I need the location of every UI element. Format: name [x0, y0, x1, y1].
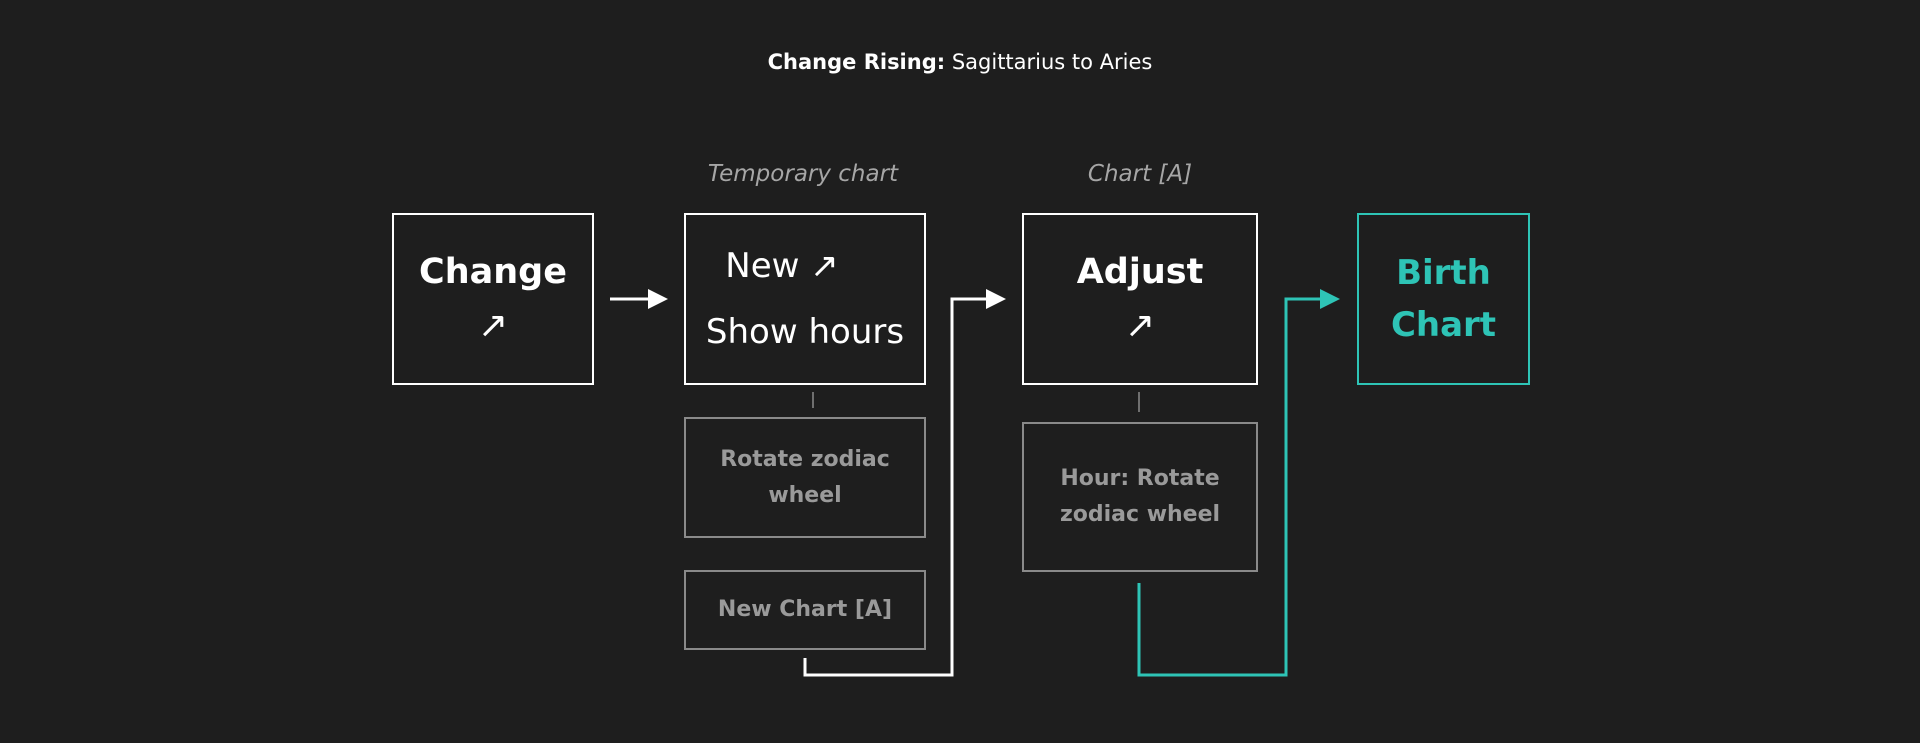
new-chart-a-label: New Chart [A]: [717, 597, 893, 622]
arrow-up-right-icon: ↗: [477, 305, 509, 346]
temporary-chart-label: Temporary chart: [707, 161, 899, 187]
hour-rotate-line2: zodiac wheel: [1059, 502, 1221, 527]
diagram-title: Change Rising: Sagittarius to Aries: [0, 50, 1920, 74]
title-bold: Change Rising:: [767, 50, 946, 74]
hour-rotate-line1: Hour: Rotate: [1060, 466, 1220, 491]
change-node: Change ↗: [392, 213, 594, 385]
new-node: New ↗ Show hours: [684, 213, 926, 385]
adjust-title: Adjust: [1076, 252, 1204, 292]
birth-chart-line2: Chart: [1390, 305, 1497, 345]
change-title: Change: [419, 252, 567, 292]
connector-change-to-new: [610, 289, 668, 309]
new-label: New ↗: [725, 246, 839, 286]
connector-hour-to-birthchart: [1137, 289, 1340, 677]
title-rest: Sagittarius to Aries: [951, 50, 1153, 74]
hour-rotate-node: Hour: Rotate zodiac wheel: [1022, 422, 1258, 572]
rotate-zodiac-line1: Rotate zodiac: [720, 446, 890, 472]
birth-chart-line1: Birth: [1396, 253, 1491, 293]
adjust-node: Adjust ↗: [1022, 213, 1258, 385]
new-chart-a-node: New Chart [A]: [684, 570, 926, 650]
connector-newchart-to-adjust: [803, 289, 1006, 677]
show-hours-label: Show hours: [705, 312, 905, 352]
birth-chart-node: Birth Chart: [1357, 213, 1530, 385]
chart-a-label: Chart [A]: [1087, 161, 1193, 187]
rotate-zodiac-line2: wheel: [768, 482, 842, 508]
rotate-zodiac-node: Rotate zodiac wheel: [684, 417, 926, 538]
arrow-up-right-icon: ↗: [1124, 305, 1156, 346]
